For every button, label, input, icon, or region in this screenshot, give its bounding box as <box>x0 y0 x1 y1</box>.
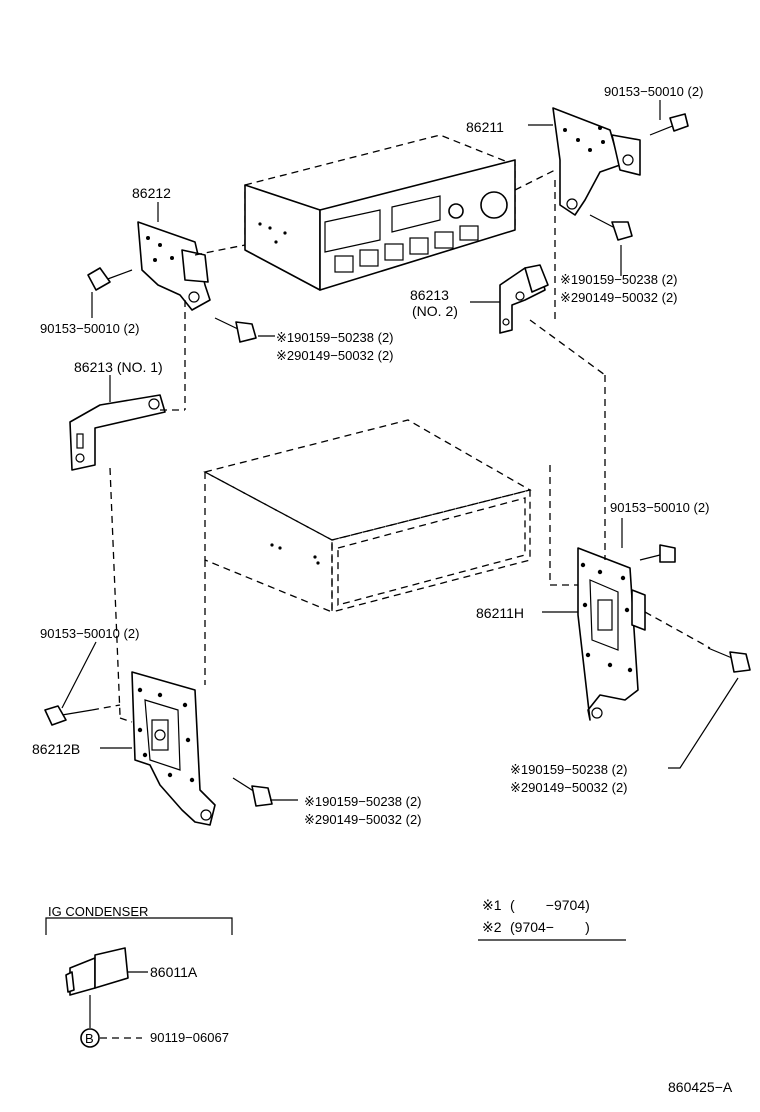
bracket-86212 <box>137 221 211 311</box>
diagram-code: 860425−A <box>668 1079 733 1095</box>
label-86212: 86212 <box>132 185 171 201</box>
label-bolt-c2: ※290149−50032 (2) <box>510 780 628 795</box>
bracket-86212b <box>131 671 216 826</box>
legend-1-range: ( −9704) <box>510 897 590 913</box>
mounting-sleeve-box <box>203 419 532 613</box>
label-86212b: 86212B <box>32 741 80 757</box>
label-screw-lower-left: 90153−50010 (2) <box>40 626 139 641</box>
label-86213-no2-sub: (NO. 2) <box>412 303 458 319</box>
legend-2-range: (9704− ) <box>510 919 590 935</box>
bracket-86213-no2 <box>499 264 549 334</box>
bracket-86213-no1 <box>69 394 166 471</box>
bracket-86211h <box>577 547 646 721</box>
label-86011a: 86011A <box>150 964 198 980</box>
label-86213-no1: 86213 (NO. 1) <box>74 359 163 375</box>
bolt-icon <box>589 214 633 241</box>
label-bolt-b2: ※290149−50032 (2) <box>560 290 678 305</box>
label-bolt-a1: ※190159−50238 (2) <box>276 330 394 345</box>
ig-condenser-title: IG CONDENSER <box>48 904 148 919</box>
screw-icon <box>87 267 133 291</box>
label-bolt-b1: ※190159−50238 (2) <box>560 272 678 287</box>
bracket-86211 <box>552 107 641 216</box>
label-screw-left: 90153−50010 (2) <box>40 321 139 336</box>
radio-head-unit <box>244 134 516 291</box>
screw-icon <box>649 113 689 136</box>
legend-1-mark: ※1 <box>482 897 502 913</box>
leader-lines <box>61 100 739 1039</box>
bolt-icon <box>232 777 273 807</box>
screw-icon <box>639 544 676 563</box>
condenser-screw-marker: B <box>85 1031 94 1046</box>
ig-condenser <box>45 917 233 1048</box>
label-86211h: 86211H <box>476 605 524 621</box>
label-bolt-a2: ※290149−50032 (2) <box>276 348 394 363</box>
assembly-guide-lines <box>91 169 711 723</box>
label-bolt-d2: ※290149−50032 (2) <box>304 812 422 827</box>
bolt-icon <box>214 317 257 343</box>
label-86213-no2: 86213 <box>410 287 449 303</box>
screw-icon <box>44 705 93 726</box>
label-screw-top-right: 90153−50010 (2) <box>604 84 703 99</box>
label-86211: 86211 <box>466 119 504 135</box>
label-bolt-c1: ※190159−50238 (2) <box>510 762 628 777</box>
label-condenser-screw: 90119−06067 <box>150 1030 229 1045</box>
legend-2-mark: ※2 <box>482 919 502 935</box>
label-bolt-d1: ※190159−50238 (2) <box>304 794 422 809</box>
bolt-icon <box>707 647 751 673</box>
label-screw-mid-right: 90153−50010 (2) <box>610 500 709 515</box>
